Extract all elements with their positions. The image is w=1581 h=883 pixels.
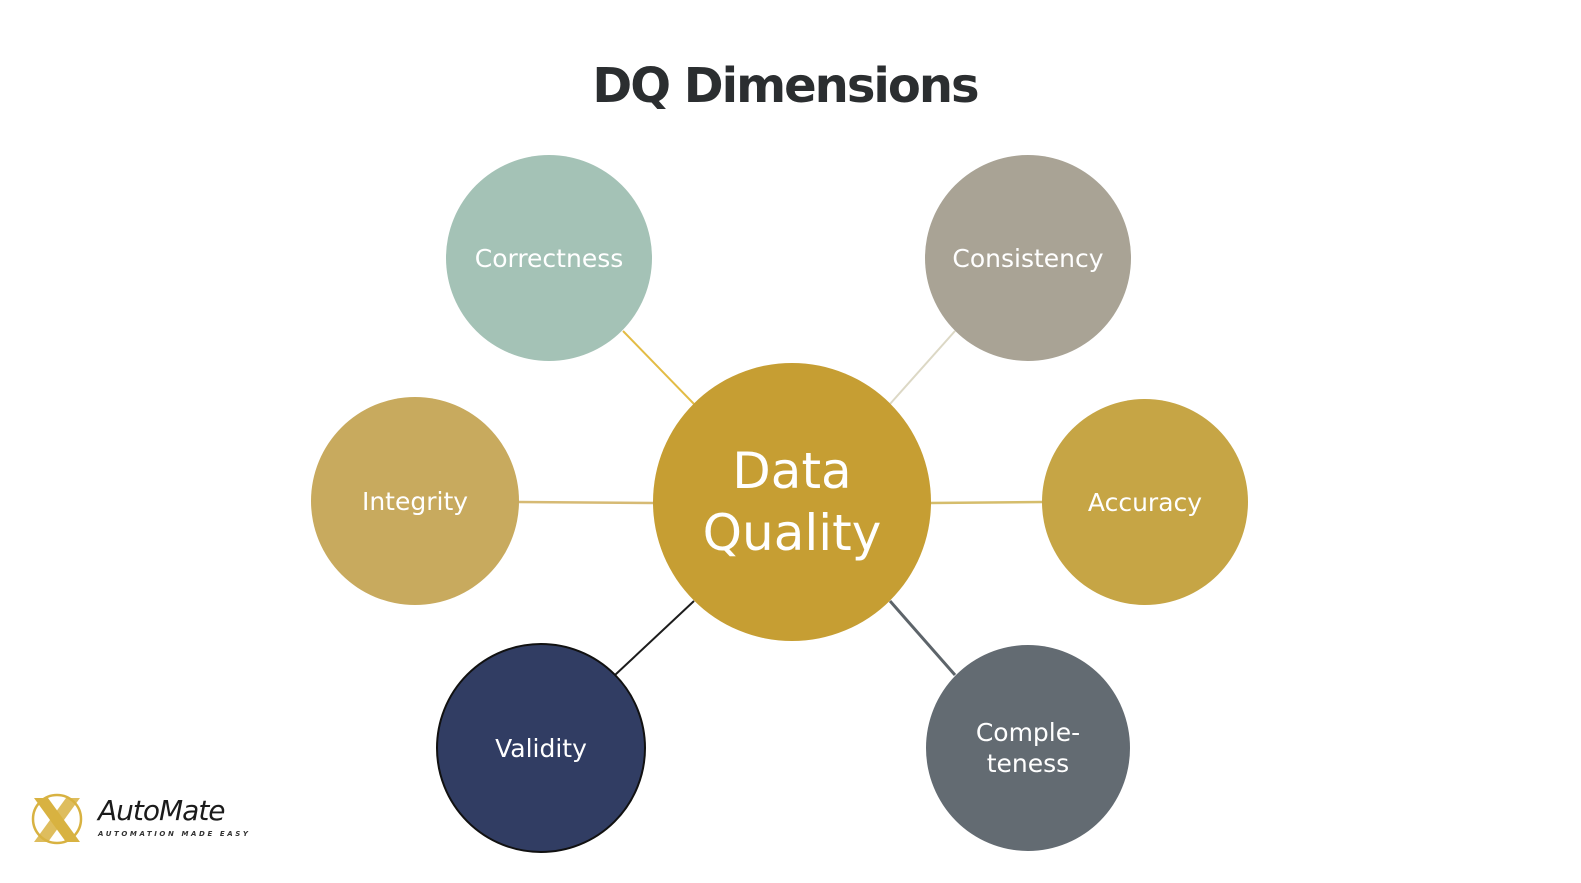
connector-validity (614, 600, 695, 676)
node-correctness: Correctness (446, 155, 652, 361)
node-completeness-label: Comple- teness (975, 718, 1081, 778)
connector-integrity (517, 500, 655, 505)
node-validity-label: Validity (495, 733, 587, 763)
logo-tagline: AUTOMATION MADE EASY (98, 830, 251, 838)
node-accuracy-label: Accuracy (1087, 487, 1203, 517)
node-integrity-label: Integrity (361, 486, 469, 516)
logo-name: AutoMate (98, 794, 226, 827)
node-correctness-label: Correctness (474, 243, 624, 273)
node-data-quality-label: Data Quality (702, 442, 882, 562)
node-consistency-label: Consistency (952, 243, 1104, 273)
automate-x-icon (31, 793, 83, 845)
connector-correctness (622, 330, 695, 405)
connector-consistency (889, 330, 956, 405)
connector-completeness (888, 600, 957, 676)
connector-accuracy (929, 500, 1044, 505)
node-data-quality: Data Quality (653, 363, 931, 641)
node-consistency: Consistency (925, 155, 1131, 361)
node-integrity: Integrity (311, 397, 519, 605)
automate-logo: AutoMate AUTOMATION MADE EASY (28, 788, 268, 852)
node-accuracy: Accuracy (1042, 399, 1248, 605)
node-validity: Validity (436, 643, 646, 853)
page-title: DQ Dimensions (592, 58, 979, 114)
node-completeness: Comple- teness (926, 645, 1130, 851)
